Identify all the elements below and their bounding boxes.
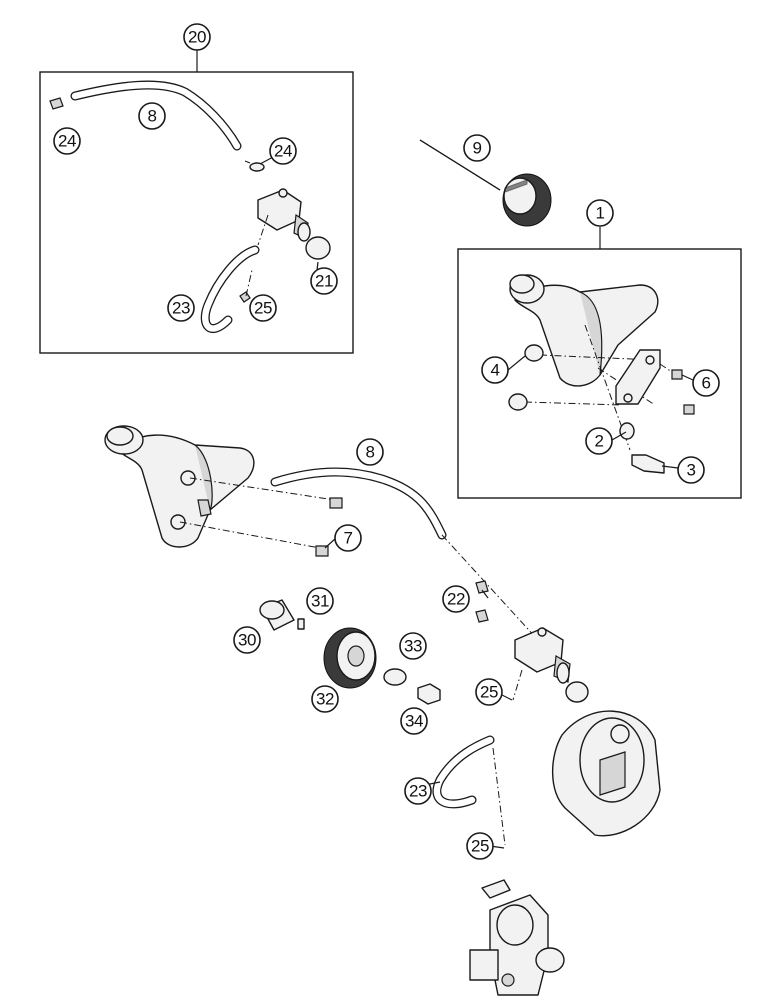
kit-hose-clamp: [244, 160, 265, 172]
svg-text:7: 7: [344, 529, 353, 548]
kit-fuel-hose: [49, 80, 242, 151]
kit-box-20: [39, 50, 354, 354]
magneto-rotor: [323, 627, 377, 689]
callout-22: 22: [442, 585, 470, 613]
main-fuel-hose: [270, 467, 539, 641]
callout-1: 1: [586, 199, 614, 227]
callout-33: 33: [399, 632, 427, 660]
callout-25-main: 25: [475, 678, 503, 706]
svg-text:22: 22: [447, 590, 465, 609]
svg-text:32: 32: [316, 690, 334, 709]
callout-8-main: 8: [356, 438, 384, 466]
callout-30: 30: [233, 626, 261, 654]
svg-text:1: 1: [596, 204, 605, 223]
tank-mounting-screws: [315, 497, 343, 557]
main-fuel-tap: [512, 627, 589, 703]
main-fuel-tank: [104, 425, 336, 549]
svg-text:6: 6: [702, 374, 711, 393]
svg-text:33: 33: [404, 637, 422, 656]
kit-return-hose: [200, 245, 260, 333]
callout-9: 9: [463, 134, 491, 162]
nut: [417, 683, 441, 705]
svg-text:2: 2: [595, 432, 604, 451]
kit-screws: [659, 363, 695, 415]
pulley-bushing: [259, 599, 295, 631]
kit-rubber-grommets: [508, 344, 544, 411]
callout-2: 2: [585, 427, 613, 455]
callout-4: 4: [481, 356, 509, 384]
callout-7: 7: [334, 524, 362, 552]
return-hose: [432, 735, 506, 846]
ignition-cover: [551, 710, 661, 837]
callout-25-kit: 25: [249, 294, 277, 322]
svg-text:25: 25: [471, 837, 489, 856]
svg-text:25: 25: [480, 683, 498, 702]
pin: [297, 618, 305, 630]
seal-ring: [383, 668, 407, 686]
svg-text:8: 8: [366, 443, 375, 462]
kit-bracket: [615, 349, 661, 405]
kit-box-1: [457, 227, 742, 499]
svg-text:25: 25: [254, 299, 272, 318]
kit-fuel-tank: [509, 274, 659, 451]
callout-21: 21: [310, 267, 338, 295]
leader-lines: [259, 155, 694, 849]
svg-text:24: 24: [274, 142, 292, 161]
svg-text:34: 34: [405, 712, 423, 731]
carburetor: [469, 879, 565, 996]
svg-text:20: 20: [188, 28, 206, 47]
svg-text:23: 23: [409, 782, 427, 801]
callout-25-lower: 25: [466, 832, 494, 860]
fuel-tap-screws: [475, 580, 489, 623]
kit-fuel-tap: [257, 188, 331, 260]
kit-tank-valve: [619, 422, 665, 474]
callout-6: 6: [692, 369, 720, 397]
callout-32: 32: [311, 685, 339, 713]
svg-text:3: 3: [687, 461, 696, 480]
callout-3: 3: [677, 456, 705, 484]
svg-text:21: 21: [315, 272, 333, 291]
callout-34: 34: [400, 707, 428, 735]
callout-24-left: 24: [53, 127, 81, 155]
svg-text:8: 8: [148, 107, 157, 126]
svg-text:24: 24: [58, 132, 76, 151]
callout-23-main: 23: [404, 777, 432, 805]
svg-text:9: 9: [473, 139, 482, 158]
svg-text:31: 31: [311, 592, 329, 611]
callout-24-right: 24: [269, 137, 297, 165]
svg-text:4: 4: [491, 361, 500, 380]
svg-text:30: 30: [238, 631, 256, 650]
callout-20: 20: [183, 23, 211, 51]
callout-31: 31: [306, 587, 334, 615]
callout-8-kit: 8: [138, 102, 166, 130]
callout-23-kit: 23: [167, 294, 195, 322]
tank-vent-and-cap: [419, 139, 552, 227]
svg-text:23: 23: [172, 299, 190, 318]
